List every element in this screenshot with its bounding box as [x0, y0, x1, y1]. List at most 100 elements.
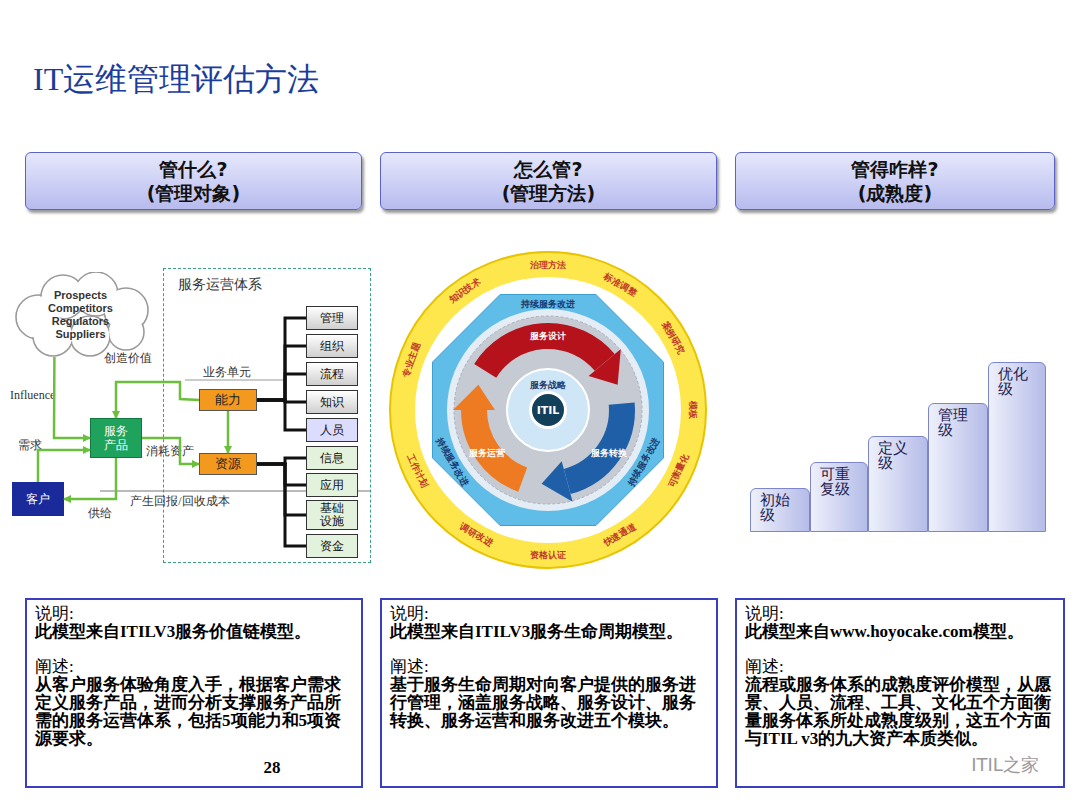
connector — [38, 450, 90, 482]
node-text: 初始级 — [760, 493, 794, 523]
text-label: 治理方法 — [530, 259, 566, 272]
ring-gap — [415, 277, 681, 543]
cloud-shape: Prospects Competitors Regulators Supplie… — [8, 272, 153, 357]
connector — [257, 346, 306, 400]
edge-label: 需求 — [18, 437, 42, 454]
connector — [54, 357, 90, 438]
node-text: 此模型来自ITILV3服务生命周期模型。 — [390, 623, 708, 641]
node-text: Prospects Competitors Regulators Supplie… — [42, 289, 120, 341]
lifecycle-arrow: 服务设计 — [515, 329, 581, 343]
node-text: 可重复级 — [820, 467, 854, 497]
header-box: 管得咋样?(成熟度) — [735, 152, 1055, 210]
text-label: ITIL之家 — [971, 753, 1039, 777]
node-text: 阐述: — [390, 657, 708, 676]
text-label: 资格认证 — [530, 549, 566, 562]
node-text: 流程或服务体系的成熟度评价模型，从愿景、人员、流程、工具、文化五个方面衡量服务体… — [745, 676, 1055, 748]
node-text: 管理 — [320, 312, 344, 325]
node-text: 组织 — [320, 340, 344, 353]
connector — [257, 458, 306, 464]
node-text: 服务设计 — [530, 330, 566, 343]
text-label: 28 — [264, 758, 281, 778]
connector — [64, 458, 116, 499]
node-text: (管理对象) — [26, 181, 361, 205]
node-text: 服务转换 — [591, 447, 627, 460]
node-text: (管理方法) — [381, 181, 716, 205]
node-text: 人员 — [320, 424, 344, 437]
customer-box: 客户 — [12, 482, 64, 516]
connector — [257, 400, 306, 402]
connector — [257, 464, 306, 546]
design-head — [589, 349, 621, 385]
node-text: 管理级 — [938, 408, 972, 438]
header-box: 管什么?(管理对象) — [25, 152, 362, 210]
connector — [257, 318, 306, 400]
node-text: 资源 — [215, 455, 241, 473]
level-step: 可重复级 — [810, 462, 868, 532]
connector — [142, 438, 199, 464]
connector — [257, 400, 306, 430]
text-label: 业务单元 — [203, 364, 251, 381]
header-box: 怎么管?(管理方法) — [380, 152, 717, 210]
node-text: 信息 — [320, 452, 344, 465]
node-text: 管得咋样? — [736, 157, 1054, 181]
text-label: 产生回报/回收成本 — [130, 493, 229, 510]
node-text: 基于服务生命周期对向客户提供的服务进行管理，涵盖服务战略、服务设计、服务转换、服… — [390, 676, 708, 730]
cloud-outline — [8, 272, 153, 357]
grey-disc — [454, 316, 642, 504]
node-text: 知识 — [320, 396, 344, 409]
node-text: 优化级 — [998, 367, 1032, 397]
lifecycle-arrow: 服务转换 — [576, 446, 642, 460]
asset-box: 基础设施 — [306, 500, 358, 530]
asset-box: 应用 — [306, 473, 358, 497]
note-box: 说明:此模型来自ITILV3服务价值链模型。阐述:从客户服务体验角度入手，根据客… — [25, 598, 363, 788]
node-text: 服务运营 — [469, 447, 505, 460]
asset-box: 流程 — [306, 362, 358, 386]
node-text: 资金 — [320, 540, 344, 553]
level-step: 初始级 — [750, 488, 810, 532]
asset-box: 组织 — [306, 334, 358, 358]
inner-gap — [447, 309, 649, 511]
connector — [227, 411, 230, 453]
capability-box: 能力 — [199, 389, 257, 411]
node-text: 定义级 — [878, 441, 912, 471]
unit-line — [185, 380, 285, 381]
itil-circle: ITIL — [529, 391, 567, 429]
improvement-band — [433, 295, 664, 526]
node-text: 管什么? — [26, 157, 361, 181]
node-text: 阐述: — [745, 657, 1055, 676]
asset-box: 信息 — [306, 446, 358, 470]
node-text: 此模型来自www.hoyocake.com模型。 — [745, 623, 1055, 641]
text-label: 模板 — [686, 401, 699, 419]
asset-box: 资金 — [306, 534, 358, 558]
connector — [116, 382, 199, 418]
node-text: 说明: — [745, 604, 1055, 623]
product-box: 服务产品 — [90, 418, 142, 458]
node-text: 说明: — [35, 604, 353, 623]
node-text: 服务产品 — [103, 424, 129, 452]
edge-label: Influence — [10, 388, 55, 403]
node-text: 能力 — [215, 391, 241, 409]
connector — [257, 464, 306, 515]
note-box: 说明:此模型来自ITILV3服务生命周期模型。阐述:基于服务生命周期对向客户提供… — [380, 598, 718, 788]
resource-box: 资源 — [199, 453, 257, 475]
outer-ring — [390, 252, 706, 568]
lifecycle-arrow: 服务运营 — [454, 446, 520, 460]
connector — [257, 464, 306, 485]
node-text: 客户 — [26, 491, 50, 508]
system-frame: 服务运营体系能力资源 管理组织流程知识人员信息应用基础设施资金 — [163, 268, 371, 563]
asset-box: 人员 — [306, 418, 358, 442]
page-title: IT运维管理评估方法 — [33, 58, 319, 102]
transition-head — [542, 461, 573, 502]
node-text: 怎么管? — [381, 157, 716, 181]
node-text: 此模型来自ITILV3服务价值链模型。 — [35, 623, 353, 641]
edge-label: 创造价值 — [104, 350, 152, 367]
connector — [257, 374, 306, 400]
node-text: 服务运营体系 — [178, 276, 262, 294]
asset-box: 知识 — [306, 390, 358, 414]
level-step: 管理级 — [928, 403, 988, 532]
level-step: 定义级 — [868, 436, 928, 532]
node-text: 应用 — [320, 479, 344, 492]
text-label: 持续服务改进 — [521, 298, 575, 311]
node-text: (成熟度) — [736, 181, 1054, 205]
